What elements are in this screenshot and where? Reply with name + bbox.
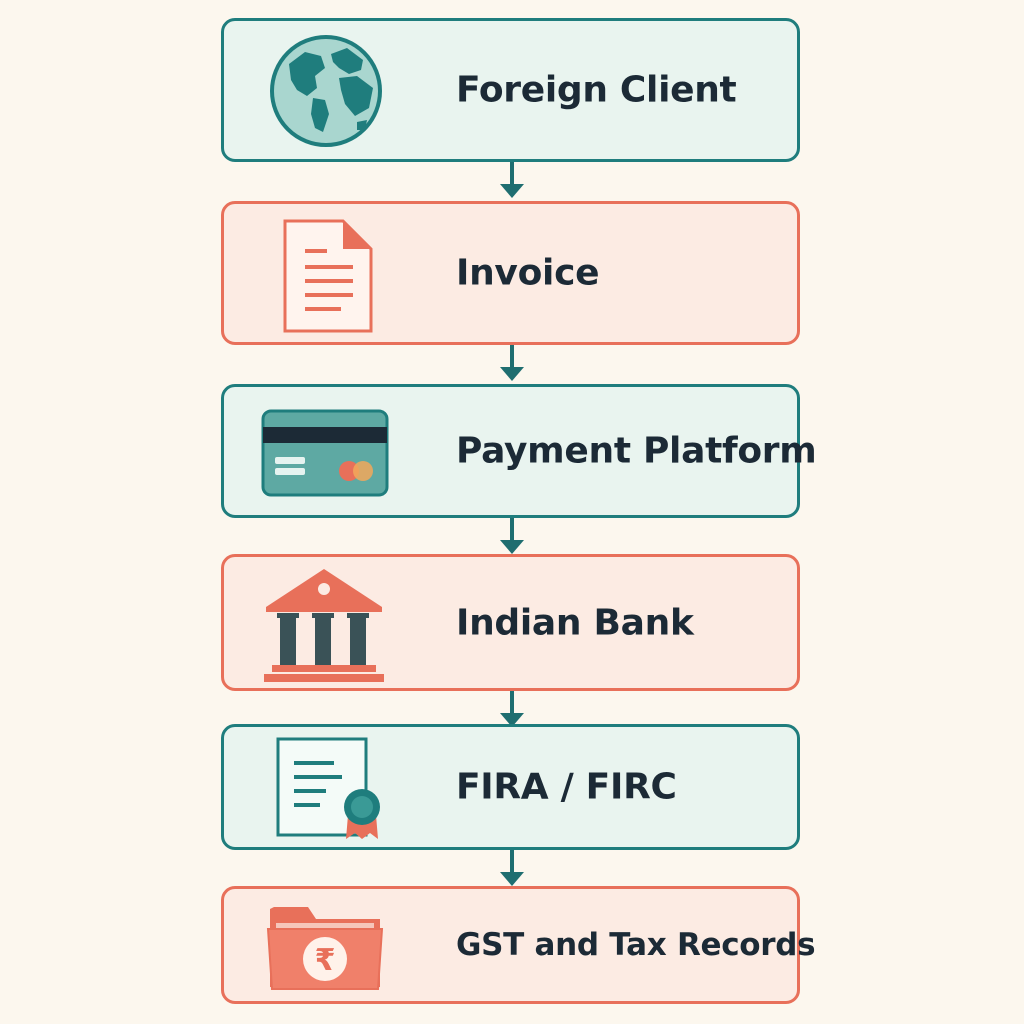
svg-text:₹: ₹ [315, 943, 336, 978]
step-label: Indian Bank [456, 602, 694, 643]
step-label: Invoice [456, 252, 600, 294]
globe-icon [269, 34, 383, 148]
flow-arrow [497, 691, 527, 731]
flow-arrow [497, 345, 527, 385]
step-label: GST and Tax Records [456, 927, 816, 963]
bank-icon [262, 565, 386, 685]
step-invoice: Invoice [221, 201, 800, 345]
rupee-folder-icon: ₹ [266, 899, 384, 993]
certificate-icon [276, 737, 386, 841]
flow-arrow [497, 518, 527, 558]
credit-card-icon [261, 409, 389, 499]
step-payment-platform: Payment Platform [221, 384, 817, 518]
document-icon [281, 217, 375, 335]
step-fira-firc: FIRA / FIRC [221, 724, 800, 850]
step-indian-bank: Indian Bank [221, 554, 800, 691]
step-label: FIRA / FIRC [456, 766, 677, 808]
step-gst-tax-records: ₹ GST and Tax Records [221, 886, 816, 1004]
flow-arrow [497, 162, 527, 202]
step-foreign-client: Foreign Client [221, 18, 800, 162]
step-label: Foreign Client [456, 69, 737, 111]
flow-arrow [497, 850, 527, 890]
step-label: Payment Platform [456, 430, 817, 472]
